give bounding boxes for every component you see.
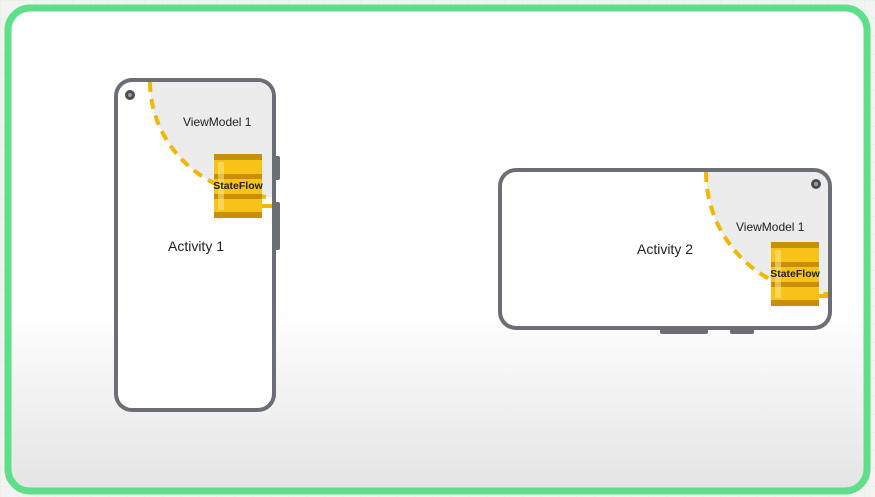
activity-label: Activity 1 xyxy=(168,238,224,254)
connector-line xyxy=(818,294,828,298)
connector-line xyxy=(262,204,272,208)
phone-portrait: StateFlow ViewModel 1 Activity 1 xyxy=(114,78,280,412)
phone-landscape: StateFlow ViewModel 1 Activity 2 xyxy=(498,168,832,334)
stateflow-label: StateFlow xyxy=(213,180,263,192)
viewmodel-scope-dashed-line xyxy=(704,172,828,296)
stateflow-label: StateFlow xyxy=(770,268,820,280)
activity-label: Activity 2 xyxy=(637,241,693,257)
viewmodel-label: ViewModel 1 xyxy=(736,220,805,234)
viewmodel-label: ViewModel 1 xyxy=(183,115,252,129)
